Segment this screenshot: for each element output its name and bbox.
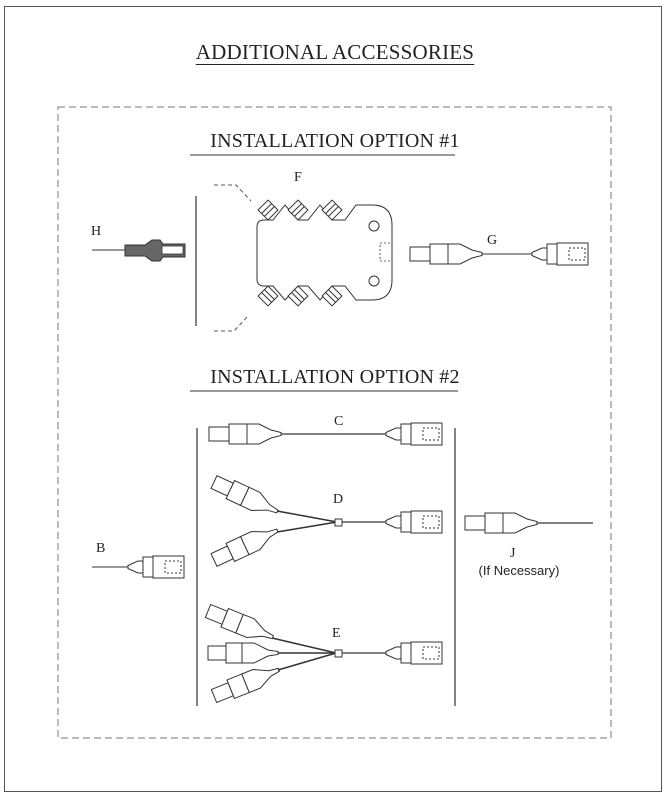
page-title: ADDITIONAL ACCESSORIES: [195, 40, 475, 64]
panel-guide-top: [214, 184, 252, 202]
label-g: G: [487, 233, 498, 248]
page-frame: [4, 6, 662, 792]
accessory-b-lead: [92, 555, 185, 579]
accessory-j-extension: [464, 512, 593, 534]
label-j: J: [510, 546, 516, 561]
label-f: F: [294, 170, 302, 185]
label-b: B: [96, 541, 106, 556]
accessory-h-connector: [92, 239, 186, 262]
label-c: C: [334, 414, 344, 429]
accessory-g-cable: [409, 242, 589, 266]
label-h: H: [91, 224, 102, 239]
accessory-e-splitter: [203, 601, 443, 706]
label-j-note: (If Necessary): [478, 563, 560, 578]
label-e: E: [332, 626, 341, 641]
panel-guide-bottom: [214, 314, 250, 332]
accessories-dashed-border: [57, 106, 612, 739]
option1-heading: INSTALLATION OPTION #1: [210, 130, 460, 152]
accessory-c-cable: [208, 422, 443, 446]
accessory-f-hub: [256, 199, 393, 307]
accessory-d-splitter: [209, 472, 443, 570]
option2-heading: INSTALLATION OPTION #2: [210, 366, 460, 388]
label-d: D: [333, 492, 344, 507]
